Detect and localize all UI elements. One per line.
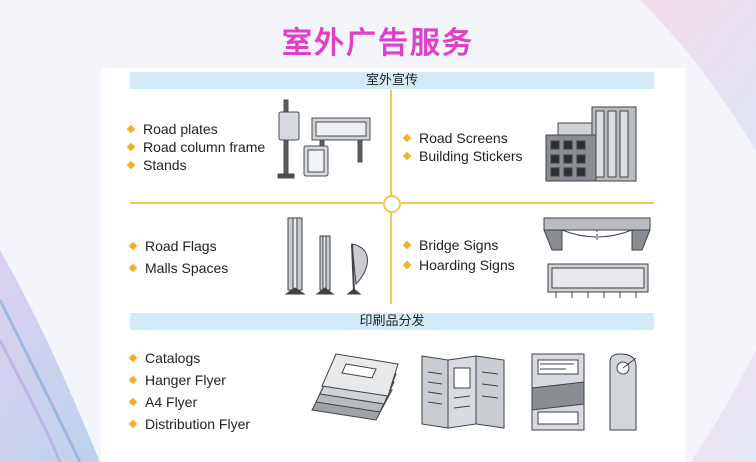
list-item: Stands xyxy=(126,156,265,174)
section-header-print: 印刷品分发 xyxy=(130,313,654,330)
bullet-icon xyxy=(402,240,412,250)
bullet-icon xyxy=(128,419,138,429)
bullet-icon xyxy=(126,160,136,170)
door-hanger-icon xyxy=(609,353,637,431)
bullet-icon xyxy=(126,124,136,134)
divider-center-circle xyxy=(383,195,401,213)
flyer-stack-icon xyxy=(311,353,399,421)
list-item: Road Screens xyxy=(402,129,523,147)
bullet-icon xyxy=(128,397,138,407)
list-item: Bridge Signs xyxy=(402,235,515,255)
road-flags-icon xyxy=(284,217,368,295)
bullet-icon xyxy=(126,142,136,152)
list-item: Road column frame xyxy=(126,138,265,156)
bullet-icon xyxy=(402,151,412,161)
list-top-right: Road Screens Building Stickers xyxy=(402,129,523,165)
list-bottom-right: Bridge Signs Hoarding Signs xyxy=(402,235,515,275)
list-item: A4 Flyer xyxy=(128,391,250,413)
building-icon xyxy=(545,106,637,182)
list-top-left: Road plates Road column frame Stands xyxy=(126,120,265,174)
bullet-icon xyxy=(128,241,138,251)
list-item: Malls Spaces xyxy=(128,257,228,279)
list-item: Hanger Flyer xyxy=(128,369,250,391)
page-title: 室外广告服务 xyxy=(282,26,474,61)
list-bottom-left: Road Flags Malls Spaces xyxy=(128,235,228,279)
list-item: Road Flags xyxy=(128,235,228,257)
bullet-icon xyxy=(402,133,412,143)
list-item: Hoarding Signs xyxy=(402,255,515,275)
list-item: Catalogs xyxy=(128,347,250,369)
list-print: Catalogs Hanger Flyer A4 Flyer Distribut… xyxy=(128,347,250,435)
billboard-stands-icon xyxy=(277,99,371,179)
list-item: Building Stickers xyxy=(402,147,523,165)
list-item: Road plates xyxy=(126,120,265,138)
bullet-icon xyxy=(402,260,412,270)
bullet-icon xyxy=(128,375,138,385)
trifold-brochure-icon xyxy=(421,355,505,429)
bridge-hoarding-icon xyxy=(543,217,651,298)
list-item: Distribution Flyer xyxy=(128,413,250,435)
a4-flyer-icon xyxy=(531,353,585,431)
bullet-icon xyxy=(128,353,138,363)
bullet-icon xyxy=(128,263,138,273)
section-header-outdoor: 室外宣传 xyxy=(130,72,654,89)
